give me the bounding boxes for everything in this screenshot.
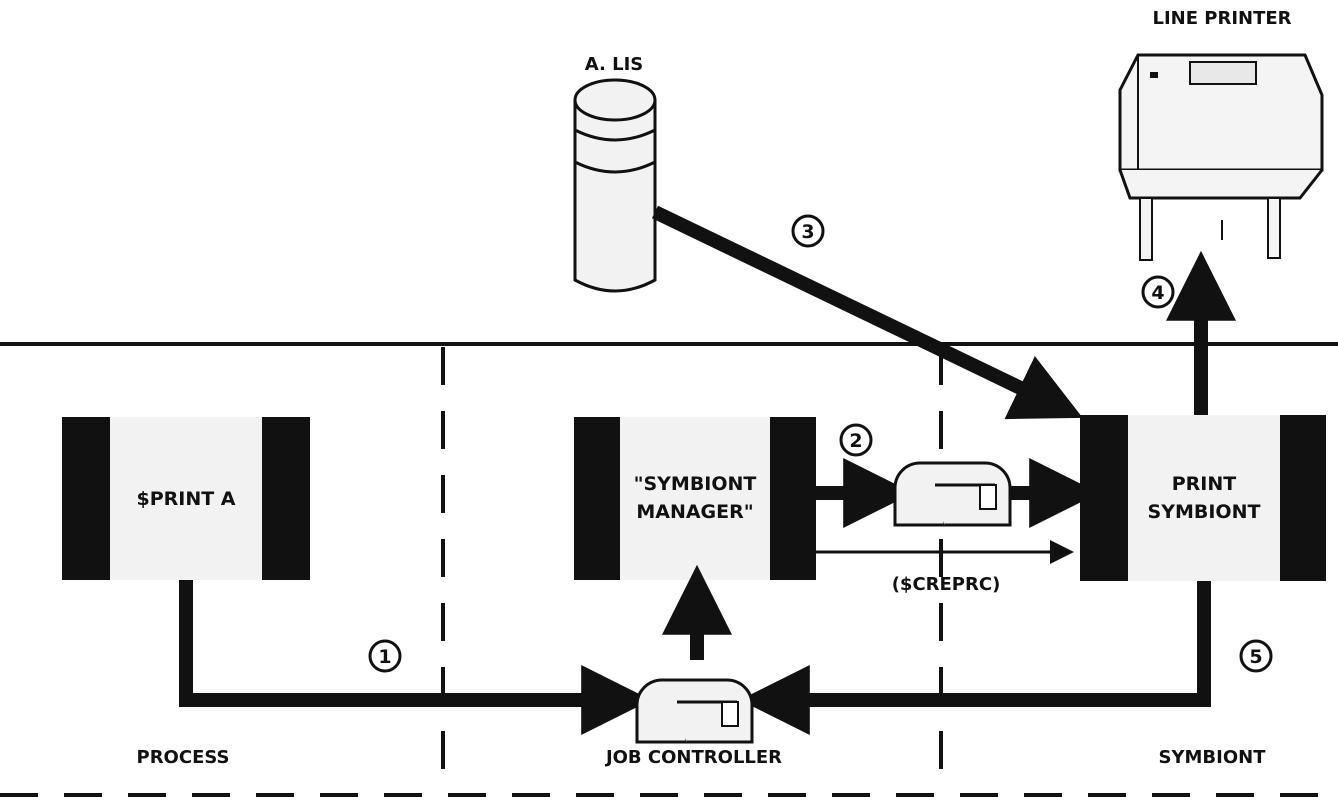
disk-icon (575, 80, 655, 291)
symbiont-manager-label-line1: "SYMBIONT (634, 473, 757, 495)
line-printer-icon (1120, 55, 1322, 260)
symbiont-mailbox-icon (895, 463, 1010, 525)
flow-arrow-1 (186, 580, 626, 700)
flow-arrow-3 (655, 212, 1060, 407)
print-symbiont-label-line1: PRINT (1172, 473, 1237, 495)
svg-text:2: 2 (849, 430, 862, 452)
creprc-label: ($CREPRC) (892, 574, 1001, 595)
disk-label: A. LIS (585, 54, 644, 75)
svg-text:1: 1 (378, 646, 391, 668)
print-symbiont-box (1080, 415, 1326, 581)
step-badge-2: 2 (841, 425, 871, 455)
svg-text:4: 4 (1151, 282, 1164, 304)
svg-text:3: 3 (801, 221, 814, 243)
step-badge-3: 3 (793, 216, 823, 246)
symbiont-manager-box (574, 417, 816, 580)
job-controller-section-label: JOB CONTROLLER (604, 747, 782, 768)
line-printer-label: LINE PRINTER (1152, 8, 1291, 29)
print-command-label: $PRINT A (136, 488, 235, 510)
step-badge-5: 5 (1241, 641, 1271, 671)
step-badge-1: 1 (370, 641, 400, 671)
flow-arrow-5 (765, 581, 1204, 700)
symbiont-section-label: SYMBIONT (1159, 747, 1267, 768)
symbiont-manager-label-line2: MANAGER" (636, 501, 753, 523)
step-badge-4: 4 (1143, 277, 1173, 307)
process-section-label: PROCESS (137, 747, 230, 768)
job-controller-mailbox-icon (637, 680, 752, 742)
svg-text:5: 5 (1249, 646, 1262, 668)
print-symbiont-label-line2: SYMBIONT (1148, 501, 1261, 523)
